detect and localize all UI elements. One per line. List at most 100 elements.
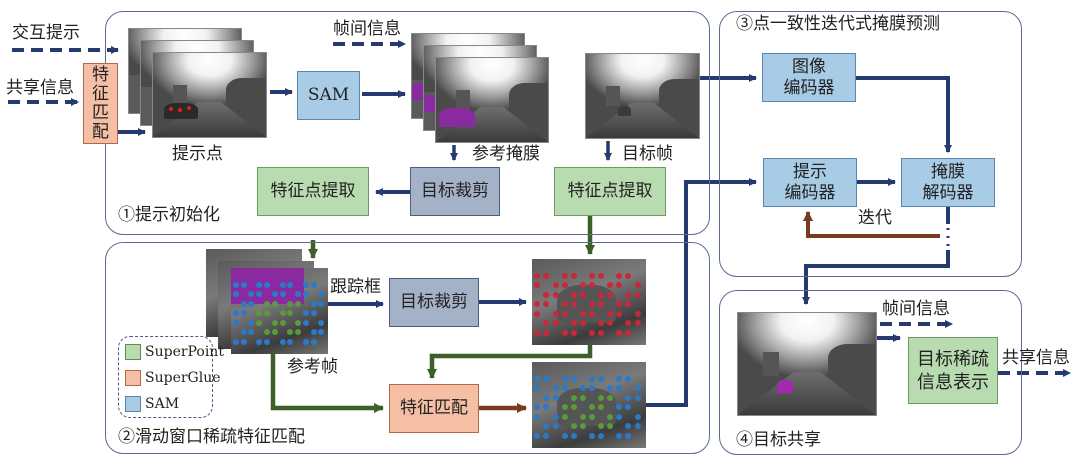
keypoint-dot bbox=[607, 291, 614, 298]
keypoint-dot bbox=[570, 320, 577, 327]
keypoint-dot bbox=[570, 432, 577, 439]
keypoint-dot bbox=[579, 282, 586, 289]
keypoint-dot bbox=[310, 300, 317, 307]
keypoint-dot bbox=[534, 301, 541, 308]
matches-to-prompt-encoder-arrow bbox=[646, 178, 757, 407]
legend-label-superpoint: SuperPoint bbox=[145, 344, 224, 360]
keypoint-dot bbox=[625, 272, 632, 279]
keypoint-dot bbox=[589, 385, 595, 392]
fm-char-3: 匹 bbox=[92, 102, 109, 123]
keypoint-dot bbox=[616, 301, 623, 308]
reference-frame-label: 参考帧 bbox=[287, 357, 338, 377]
keypoint-dot bbox=[579, 320, 586, 327]
panel3-title: ③点一致性迭代式掩膜预测 bbox=[736, 14, 940, 34]
keypoint-dot bbox=[616, 432, 623, 439]
keypoint-dot bbox=[232, 310, 239, 317]
legend-item-superglue: SuperGlue bbox=[125, 370, 221, 386]
panel-sliding-window-matching bbox=[105, 242, 710, 454]
keypoint-dot bbox=[310, 281, 317, 288]
input-feature-matching-box: 特 征 匹 配 bbox=[83, 63, 118, 144]
keypoint-dot bbox=[607, 413, 614, 420]
prompt-encoder-box: 提示 编码器 bbox=[763, 158, 857, 207]
keypoint-dot bbox=[263, 310, 270, 317]
keypoint-dot bbox=[634, 291, 641, 298]
keypoint-dot bbox=[598, 423, 605, 430]
feature-matching-box: 特征匹配 bbox=[389, 384, 479, 433]
legend: SuperPoint SuperGlue SAM bbox=[118, 336, 224, 418]
keypoint-dot bbox=[287, 281, 294, 288]
mask-decoder-label: 掩膜 解码器 bbox=[922, 161, 974, 203]
image-encoder-box: 图像 编码器 bbox=[762, 53, 856, 102]
legend-swatch-sam bbox=[125, 396, 141, 412]
image-encoder-label: 图像 编码器 bbox=[783, 56, 835, 98]
keypoint-dot bbox=[240, 329, 247, 336]
keypoint-dot bbox=[625, 291, 632, 298]
keypoint-dot bbox=[589, 432, 595, 439]
keypoint-dot bbox=[534, 310, 541, 317]
keypoint-dot bbox=[310, 310, 317, 317]
keypoint-dot bbox=[561, 310, 568, 317]
keypoint-dot bbox=[589, 413, 595, 420]
keypoint-dot bbox=[552, 282, 559, 289]
keypoint-dot bbox=[287, 329, 294, 336]
keypoint-dot bbox=[552, 310, 559, 317]
keypoint-dot bbox=[625, 301, 632, 308]
sg-to-matching-arrow bbox=[427, 345, 593, 379]
keypoint-dot bbox=[589, 375, 595, 382]
matched-crop bbox=[532, 362, 646, 448]
keypoint-dot bbox=[534, 385, 541, 392]
keypoint-dot bbox=[295, 291, 302, 298]
fm-char-1: 特 bbox=[92, 64, 109, 85]
interframe-info-bottom-label: 帧间信息 bbox=[882, 299, 950, 319]
interframe-info-top-label: 帧间信息 bbox=[333, 19, 401, 39]
keypoint-dot bbox=[561, 375, 568, 382]
legend-swatch-superpoint bbox=[125, 344, 141, 360]
keypoint-dot bbox=[263, 281, 270, 288]
ref-to-matching-arrow bbox=[270, 350, 384, 413]
keypoint-dot bbox=[318, 291, 325, 298]
decoder-to-share-arrow bbox=[802, 250, 950, 305]
keypoint-dot bbox=[279, 319, 286, 326]
prompt-frame-front bbox=[152, 52, 267, 138]
keypoint-dot bbox=[256, 291, 263, 298]
legend-label-superglue: SuperGlue bbox=[145, 370, 221, 386]
keypoint-dot bbox=[552, 413, 559, 420]
keypoint-dot bbox=[616, 413, 623, 420]
iterate-loop-arrow bbox=[803, 211, 940, 238]
keypoint-dot bbox=[552, 394, 559, 401]
keypoint-dot bbox=[607, 310, 614, 317]
sparse-representation-label: 目标稀疏 信息表示 bbox=[917, 348, 989, 393]
keypoint-dot bbox=[534, 282, 541, 289]
panel2-title: ②滑动窗口稀疏特征匹配 bbox=[118, 427, 305, 447]
keypoint-dot bbox=[543, 320, 550, 327]
keypoint-dot bbox=[579, 423, 586, 430]
keypoint-dot bbox=[552, 423, 559, 430]
keypoint-dot bbox=[263, 329, 270, 336]
keypoint-dot bbox=[232, 291, 239, 298]
keypoint-dot bbox=[310, 338, 317, 345]
keypoint-dot bbox=[589, 282, 595, 289]
keypoint-dot bbox=[534, 329, 541, 336]
keypoint-dot bbox=[232, 319, 239, 326]
keypoint-dot bbox=[271, 329, 278, 336]
mask-decoder-box: 掩膜 解码器 bbox=[901, 158, 995, 207]
keypoint-dot bbox=[616, 272, 623, 279]
keypoint-dot bbox=[607, 394, 614, 401]
target-frame-label: 目标帧 bbox=[622, 144, 673, 164]
keypoint-dot bbox=[248, 319, 255, 326]
keypoint-dot bbox=[248, 300, 255, 307]
keypoint-dot bbox=[279, 310, 286, 317]
keypoint-dot bbox=[616, 385, 623, 392]
keypoint-dot bbox=[625, 375, 632, 382]
keypoint-dot bbox=[240, 281, 247, 288]
keypoint-dot bbox=[570, 394, 577, 401]
reference-frame-front bbox=[231, 268, 328, 354]
keypoint-dot bbox=[616, 375, 623, 382]
keypoint-dot bbox=[561, 432, 568, 439]
panel-target-sharing bbox=[719, 290, 1022, 455]
keypoint-dot bbox=[616, 329, 623, 336]
mask-frame-front bbox=[435, 57, 549, 143]
fm-char-4: 配 bbox=[92, 121, 109, 142]
keypoint-dot bbox=[256, 281, 263, 288]
keypoint-dot bbox=[579, 310, 586, 317]
